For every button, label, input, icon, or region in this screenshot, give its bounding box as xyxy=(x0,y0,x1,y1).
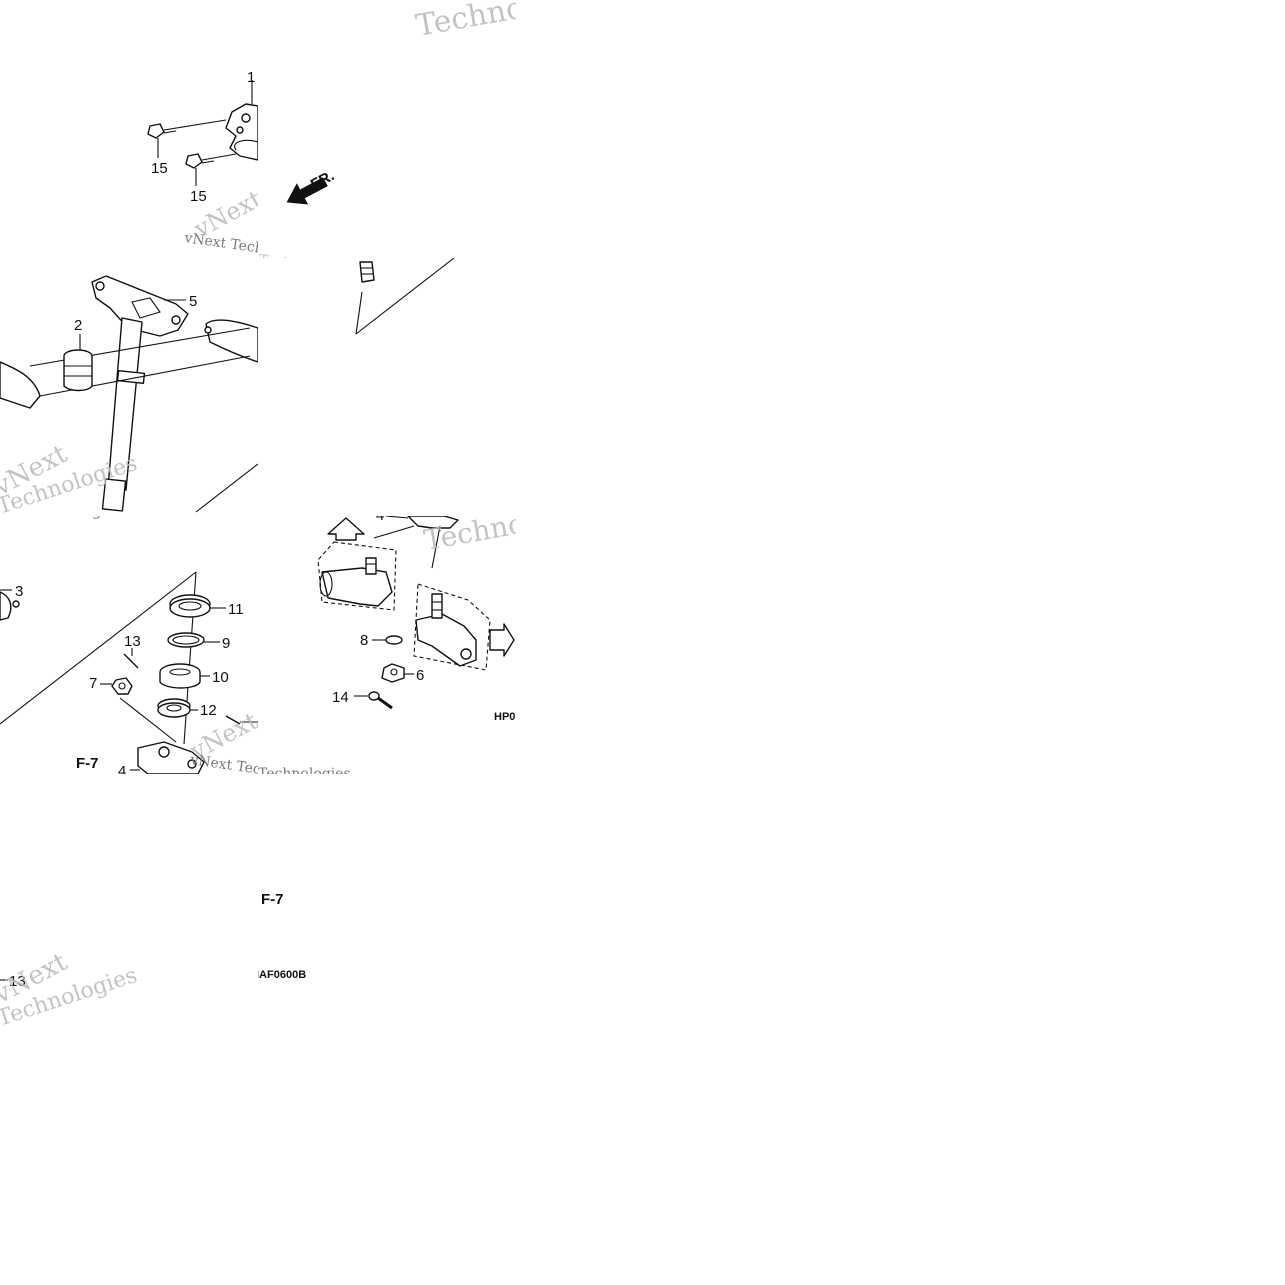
tile-tie-rod-ends: 4 Techno xyxy=(258,516,516,774)
callout-13: 13 xyxy=(124,633,141,650)
figure-ref-lower: F-7 xyxy=(261,891,284,908)
tile-figure-refs: F-7 IAF0600B xyxy=(258,774,516,1032)
callout-13b: 13 xyxy=(9,973,26,990)
oil-seal xyxy=(157,698,191,718)
callout-14: 14 xyxy=(332,689,349,706)
figure-ref-upper: F-7 xyxy=(76,755,99,772)
callout-11: 11 xyxy=(228,601,244,618)
bushing xyxy=(63,349,93,392)
callout-12: 12 xyxy=(200,702,217,719)
tie-rod-end xyxy=(415,593,477,667)
cotter-pin xyxy=(123,653,139,669)
tile-lower-left: 13 vNext Technologies xyxy=(0,774,258,1032)
tile-top-watermark: Technologies xyxy=(258,0,516,40)
right-arrow-icon xyxy=(489,623,515,657)
callout-3: 3 xyxy=(15,583,23,600)
callout-1: 1 xyxy=(247,69,255,86)
watermark-text: Technologies xyxy=(413,0,516,40)
shaft-holder xyxy=(91,275,189,337)
tile-bracket-top: 1 15 15 vNext vNext Technologies xyxy=(0,0,258,258)
circlip xyxy=(167,632,205,648)
bolt-icon xyxy=(185,153,237,169)
watermark-text: vNext Technologies xyxy=(182,230,258,258)
nut xyxy=(111,677,133,695)
bearing xyxy=(159,663,201,689)
callout-10: 10 xyxy=(212,669,229,686)
watermark-text: vNext Technologies xyxy=(0,516,121,520)
callout-15b: 15 xyxy=(190,188,207,205)
callout-5: 5 xyxy=(189,293,197,310)
tile-shaft-end xyxy=(258,258,516,516)
bolt-icon xyxy=(147,119,227,139)
tile-front-arrow: FR. Technologies xyxy=(258,40,516,258)
callout-7: 7 xyxy=(89,675,97,692)
washer xyxy=(385,635,403,645)
shaft-spline-end xyxy=(359,261,375,283)
front-direction-arrow-icon xyxy=(286,177,328,205)
cotter-pin xyxy=(368,691,393,710)
callout-9: 9 xyxy=(222,635,230,652)
callout-15a: 15 xyxy=(151,160,168,177)
steering-bracket xyxy=(225,103,258,161)
tile-steering-shaft: Technologies 5 xyxy=(0,258,258,516)
nut xyxy=(381,663,405,683)
diagram-code-right: HP0 xyxy=(494,711,515,723)
watermark-text: Techno xyxy=(421,516,516,557)
diagram-code-bottom: IAF0600B xyxy=(258,969,306,981)
callout-4b: 4 xyxy=(376,516,384,524)
tile-bearings: vNext Technologies 3 11 9 xyxy=(0,516,258,774)
steering-shaft xyxy=(101,317,146,512)
up-arrow-icon xyxy=(327,517,365,541)
callout-6: 6 xyxy=(416,667,424,684)
watermark-text: Technologies xyxy=(258,766,351,774)
tie-rod-end xyxy=(319,557,393,607)
oil-seal xyxy=(169,594,211,618)
callout-4a: 4 xyxy=(118,763,126,774)
callout-8: 8 xyxy=(360,632,368,649)
callout-2: 2 xyxy=(74,317,82,334)
